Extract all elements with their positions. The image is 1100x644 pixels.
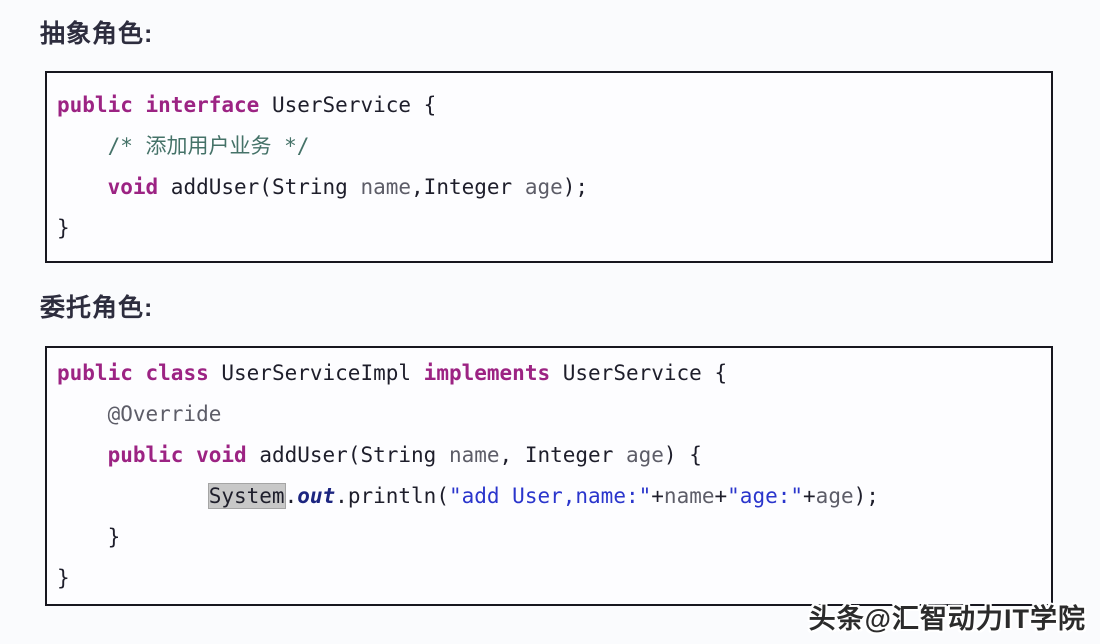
code-token-plain xyxy=(183,443,196,467)
code-line: } xyxy=(57,208,1043,249)
section-title-abstract-role: 抽象角色: xyxy=(40,20,154,48)
code-token-kw: class xyxy=(145,361,209,385)
code-token-plain: UserService { xyxy=(259,93,437,117)
code-token-id: age xyxy=(625,443,664,467)
code-token-plain: } xyxy=(57,216,70,240)
code-token-id: age xyxy=(815,484,854,508)
code-token-id: age xyxy=(524,175,563,199)
code-token-field: out xyxy=(297,484,336,508)
code-token-kw: public xyxy=(57,93,133,117)
code-token-plain: .println( xyxy=(335,484,449,508)
code-token-plain: } xyxy=(57,566,70,590)
code-token-id: @Override xyxy=(57,402,222,426)
code-token-hl: System xyxy=(208,484,285,508)
code-token-plain: addUser(String xyxy=(158,175,361,199)
code-line: public interface UserService { xyxy=(57,85,1043,126)
code-token-kw: public xyxy=(107,443,184,467)
code-line: public void addUser(String name, Integer… xyxy=(57,435,1043,476)
code-token-plain xyxy=(57,484,209,508)
code-token-str: "age:" xyxy=(727,484,804,508)
code-line: void addUser(String name,Integer age); xyxy=(57,167,1043,208)
watermark-toutiao: 头条@汇智动力IT学院 xyxy=(808,604,1086,634)
code-token-plain: } xyxy=(57,525,121,549)
code-line: System.out.println("add User,name:"+name… xyxy=(57,476,1043,517)
code-token-plain: UserService { xyxy=(550,361,728,385)
code-token-plain: addUser(String xyxy=(246,443,449,467)
code-token-plain: + xyxy=(651,484,664,508)
code-token-id: name xyxy=(663,484,715,508)
code-line: public class UserServiceImpl implements … xyxy=(57,353,1043,394)
code-token-comment: /* 添加用户业务 */ xyxy=(57,134,310,158)
code-token-kw: public xyxy=(57,361,133,385)
code-token-plain xyxy=(133,361,146,385)
code-token-plain: UserServiceImpl xyxy=(208,361,424,385)
code-token-plain: + xyxy=(803,484,816,508)
code-token-plain: + xyxy=(714,484,728,508)
code-token-id: name xyxy=(360,175,412,199)
code-token-kw: void xyxy=(196,443,247,467)
code-token-str: "add User,name:" xyxy=(448,484,652,508)
code-token-plain: . xyxy=(284,484,298,508)
code-token-plain: , Integer xyxy=(499,443,626,467)
section-title-delegate-role: 委托角色: xyxy=(40,294,154,322)
code-line: } xyxy=(57,558,1043,599)
code-token-plain xyxy=(57,443,108,467)
code-line: @Override xyxy=(57,394,1043,435)
code-token-plain xyxy=(57,175,108,199)
code-line: } xyxy=(57,517,1043,558)
code-token-plain: ); xyxy=(853,484,879,508)
code-block-interface: public interface UserService { /* 添加用户业务… xyxy=(45,71,1053,263)
code-token-kw: void xyxy=(107,175,159,199)
code-token-kw: implements xyxy=(423,361,551,385)
code-token-plain: ); xyxy=(562,175,589,199)
code-token-plain: ) { xyxy=(663,443,702,467)
code-token-kw: interface xyxy=(145,93,260,117)
code-token-plain xyxy=(133,93,146,117)
code-token-id: name xyxy=(448,443,500,467)
code-token-plain: ,Integer xyxy=(411,175,525,199)
code-block-implementation: public class UserServiceImpl implements … xyxy=(45,346,1053,606)
code-line: /* 添加用户业务 */ xyxy=(57,126,1043,167)
